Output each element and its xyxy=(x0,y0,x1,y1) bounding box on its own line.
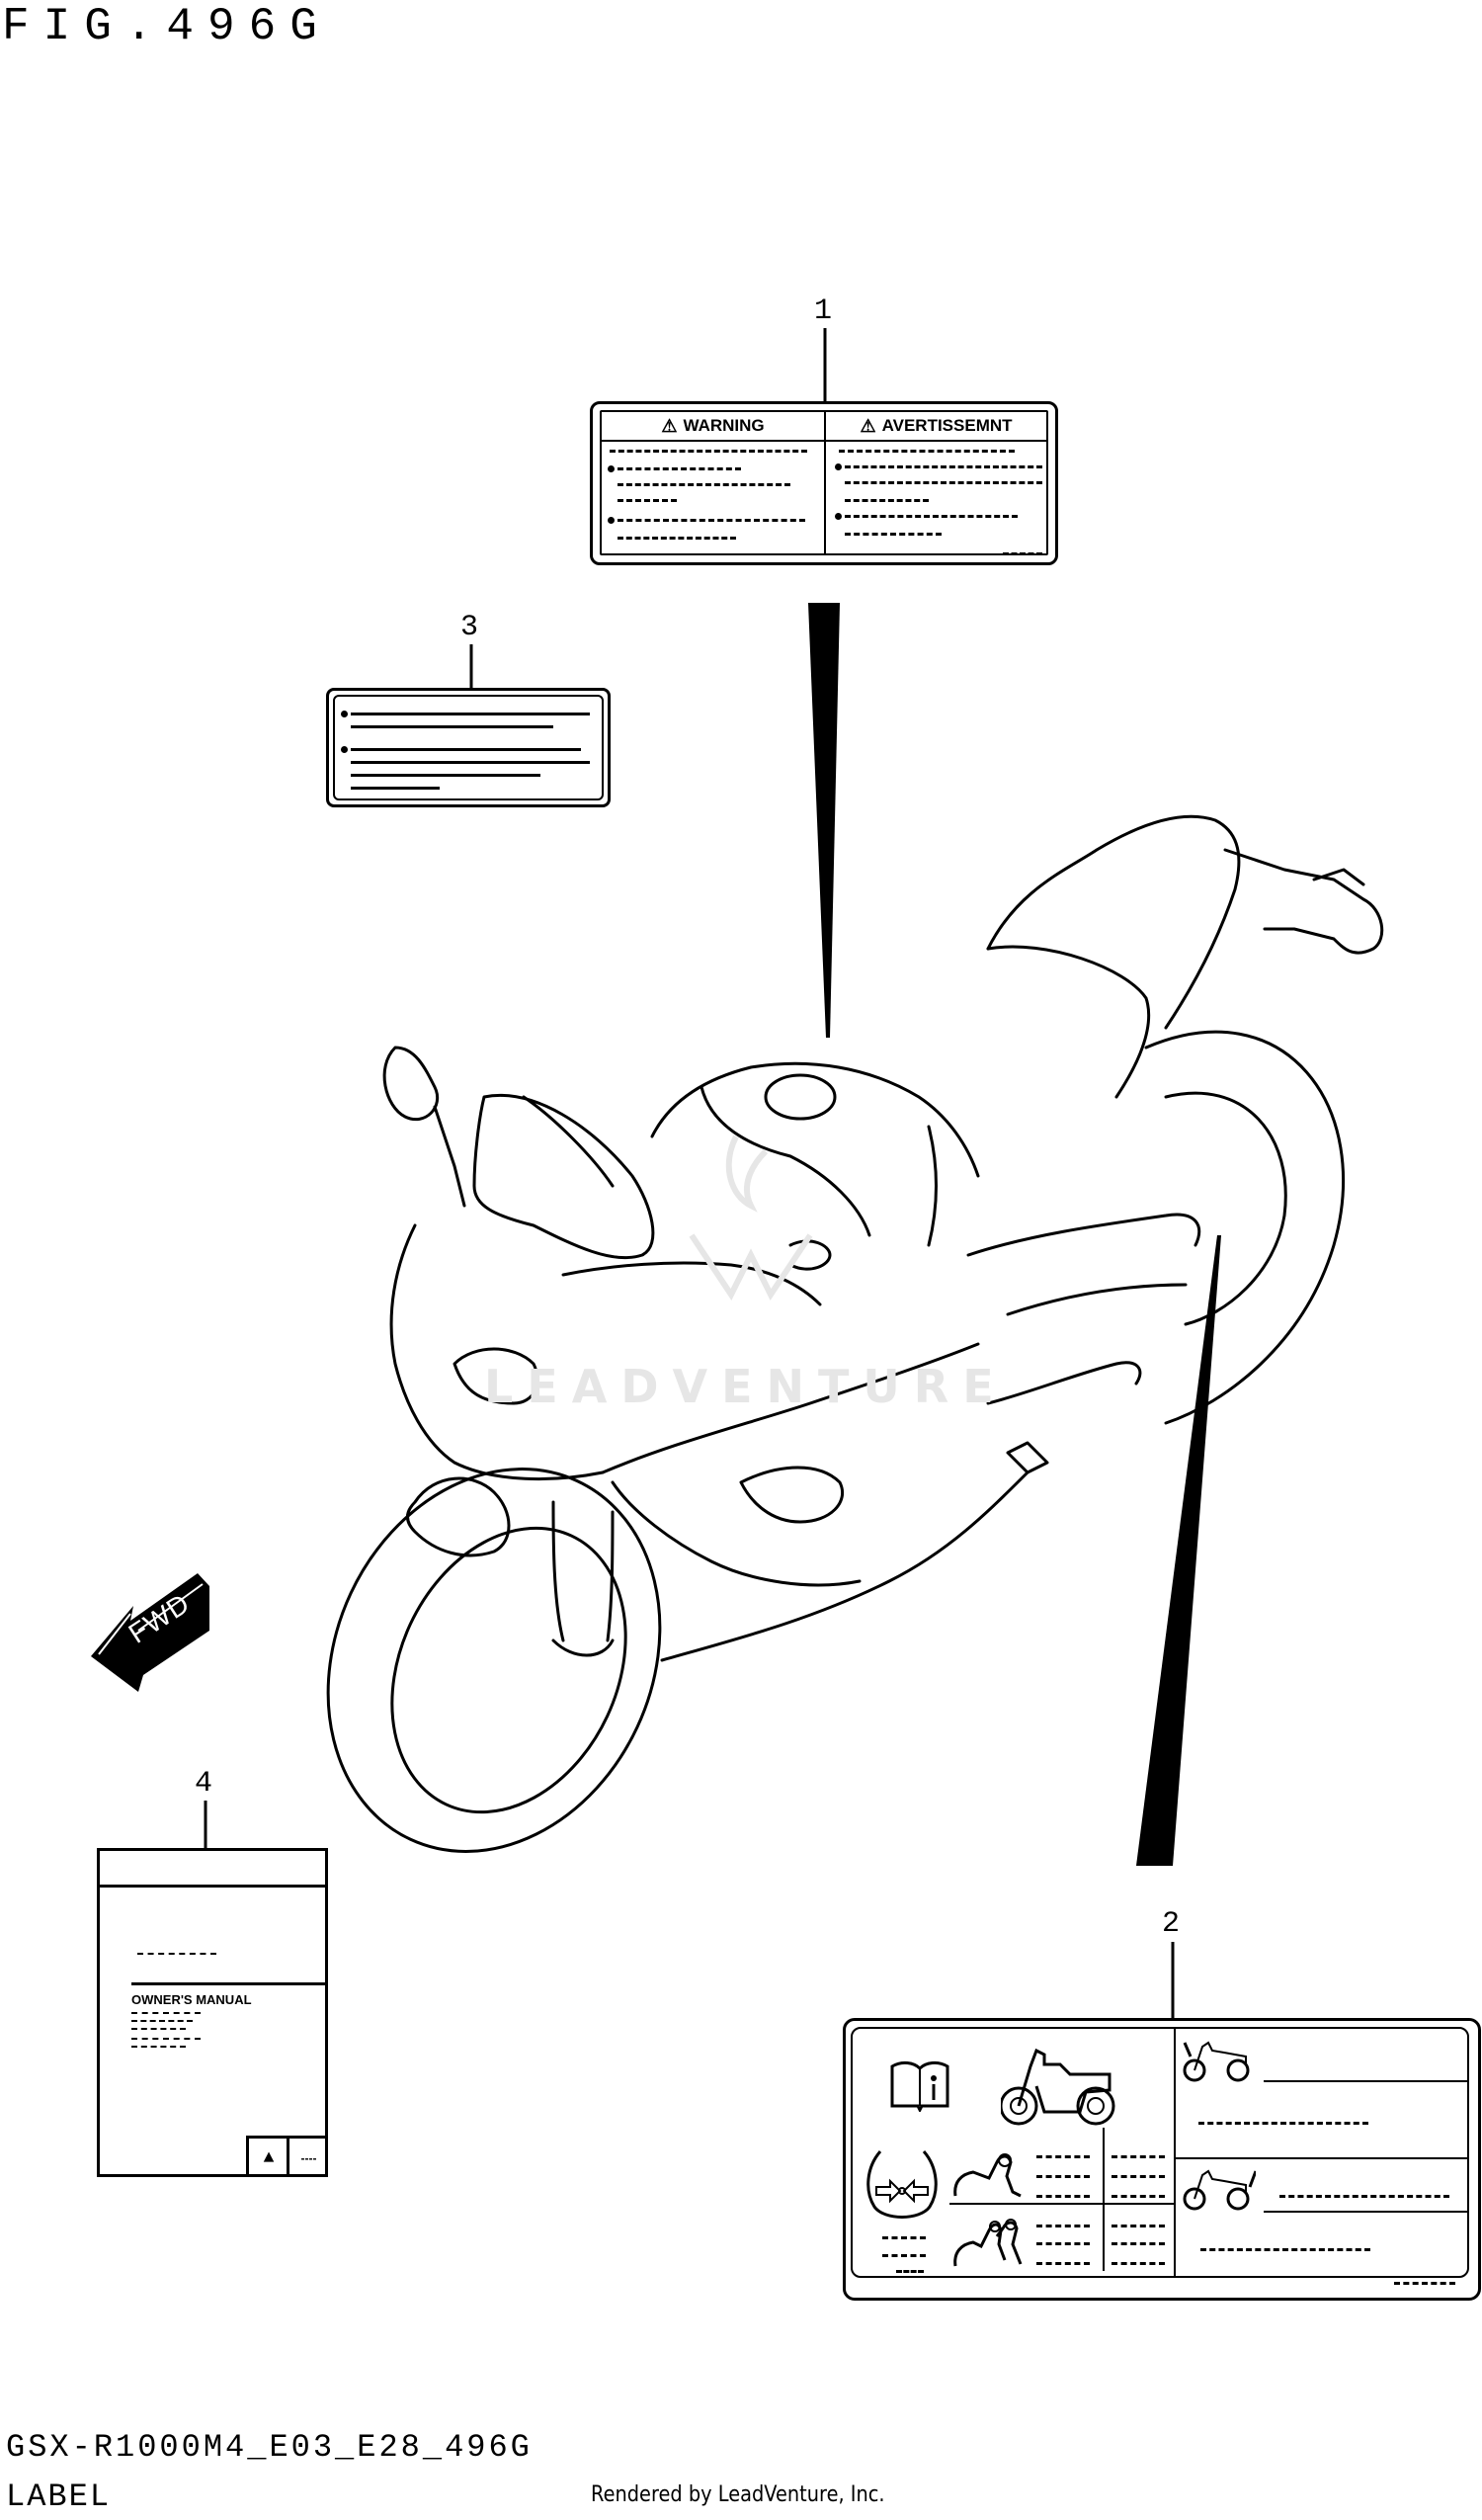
column-divider xyxy=(1103,2128,1105,2271)
bullet xyxy=(608,517,615,524)
motorcycle-icon xyxy=(1001,2048,1115,2126)
text-placeholder xyxy=(610,450,807,453)
text-placeholder xyxy=(845,465,1042,468)
text-placeholder xyxy=(131,2012,201,2014)
warning-label-frame: ⚠ WARNING ⚠ AVERTISSEMNT xyxy=(600,410,1048,555)
text-placeholder xyxy=(845,499,929,502)
bullet xyxy=(341,746,348,753)
leader-wedge-2 xyxy=(1136,1235,1221,1866)
text-line xyxy=(351,748,581,751)
manual-code-badge: ---- xyxy=(287,2136,328,2177)
text-line xyxy=(351,787,440,790)
text-placeholder xyxy=(845,481,1042,484)
text-placeholder xyxy=(1200,2248,1370,2251)
text-placeholder xyxy=(618,499,677,502)
warning-triangle-icon: ⚠ xyxy=(661,415,678,436)
text-placeholder xyxy=(131,2038,201,2040)
watermark-text: LEADVENTURE xyxy=(484,1360,1008,1413)
text-placeholder xyxy=(1279,2195,1449,2198)
front-tire-motorcycle-icon xyxy=(1183,2041,1250,2082)
info-label-frame xyxy=(333,695,604,800)
bullet xyxy=(341,711,348,717)
divider xyxy=(131,1982,325,1985)
text-placeholder xyxy=(618,537,736,540)
pressure-value-placeholder xyxy=(1036,2242,1090,2245)
text-line xyxy=(351,725,553,728)
text-placeholder xyxy=(618,519,805,522)
rendered-by-credit: Rendered by LeadVenture, Inc. xyxy=(591,2482,885,2507)
pressure-value-placeholder xyxy=(1112,2242,1165,2245)
text-placeholder xyxy=(845,515,1018,518)
text-placeholder xyxy=(839,450,1015,453)
leader-wedge-1 xyxy=(808,603,840,1038)
callout-number-1[interactable]: 1 xyxy=(814,294,833,328)
tire-info-label[interactable] xyxy=(843,2018,1481,2301)
warning-heading-left: ⚠ WARNING xyxy=(602,412,826,442)
warning-triangle-icon: ⚠ xyxy=(860,415,876,436)
manual-title: OWNER'S MANUAL xyxy=(131,1992,252,2007)
callout-number-4[interactable]: 4 xyxy=(195,1767,213,1801)
text-placeholder xyxy=(845,533,942,536)
tire-pressure-icon xyxy=(866,2150,938,2219)
section-label: LABEL xyxy=(6,2478,112,2515)
text-placeholder xyxy=(882,2236,926,2239)
bullet xyxy=(608,465,615,472)
fwd-arrow-icon xyxy=(91,1573,209,1692)
pressure-value-placeholder xyxy=(1112,2262,1165,2265)
figure-title: FIG.496G xyxy=(2,1,331,52)
pressure-value-placeholder xyxy=(1112,2175,1165,2178)
row-divider xyxy=(949,2203,1174,2205)
pressure-value-placeholder xyxy=(1036,2175,1090,2178)
warning-label[interactable]: ⚠ WARNING ⚠ AVERTISSEMNT xyxy=(590,401,1058,565)
owners-manual-book-icon xyxy=(890,2060,949,2112)
text-placeholder xyxy=(896,2270,924,2273)
row-divider xyxy=(1175,2157,1467,2159)
text-placeholder xyxy=(882,2254,926,2257)
solo-rider-icon xyxy=(953,2153,1022,2198)
text-placeholder xyxy=(1198,2122,1368,2125)
pressure-value-placeholder xyxy=(1112,2225,1165,2227)
callout-number-2[interactable]: 2 xyxy=(1162,1907,1181,1941)
text-placeholder xyxy=(618,467,741,470)
text-placeholder xyxy=(131,2020,193,2022)
motorcycle-outline xyxy=(326,814,1384,1853)
pressure-value-placeholder xyxy=(1036,2262,1090,2265)
pressure-value-placeholder xyxy=(1036,2155,1090,2158)
text-line xyxy=(351,761,590,764)
owners-manual[interactable]: OWNER'S MANUAL ▲ ---- xyxy=(97,1848,328,2177)
rear-tire-motorcycle-icon xyxy=(1183,2169,1256,2211)
watermark-logo-icon xyxy=(689,1134,813,1301)
brand-logo-icon: ▲ xyxy=(246,2136,288,2177)
part-code-placeholder xyxy=(1003,552,1042,555)
manual-header-band xyxy=(100,1851,325,1888)
text-line xyxy=(351,713,590,715)
column-divider xyxy=(1174,2029,1176,2276)
text-placeholder xyxy=(618,483,790,486)
text-line xyxy=(1264,2080,1467,2082)
text-line xyxy=(351,774,540,777)
pressure-value-placeholder xyxy=(1112,2155,1165,2158)
text-placeholder xyxy=(131,2046,186,2048)
text-placeholder xyxy=(131,2028,186,2030)
model-code: GSX-R1000M4_E03_E28_496G xyxy=(6,2429,533,2466)
bullet xyxy=(835,513,842,520)
two-riders-icon xyxy=(953,2219,1023,2267)
part-code-placeholder xyxy=(1394,2282,1455,2285)
pressure-value-placeholder xyxy=(1036,2225,1090,2227)
info-label[interactable] xyxy=(326,688,611,807)
column-divider xyxy=(824,440,826,553)
bullet xyxy=(835,463,842,470)
pressure-value-placeholder xyxy=(1036,2195,1090,2198)
callout-number-3[interactable]: 3 xyxy=(460,611,479,644)
warning-heading-right: ⚠ AVERTISSEMNT xyxy=(826,412,1046,442)
text-placeholder xyxy=(137,1953,216,1955)
pressure-value-placeholder xyxy=(1112,2195,1165,2198)
tire-info-frame xyxy=(851,2027,1469,2278)
text-line xyxy=(1264,2211,1467,2213)
